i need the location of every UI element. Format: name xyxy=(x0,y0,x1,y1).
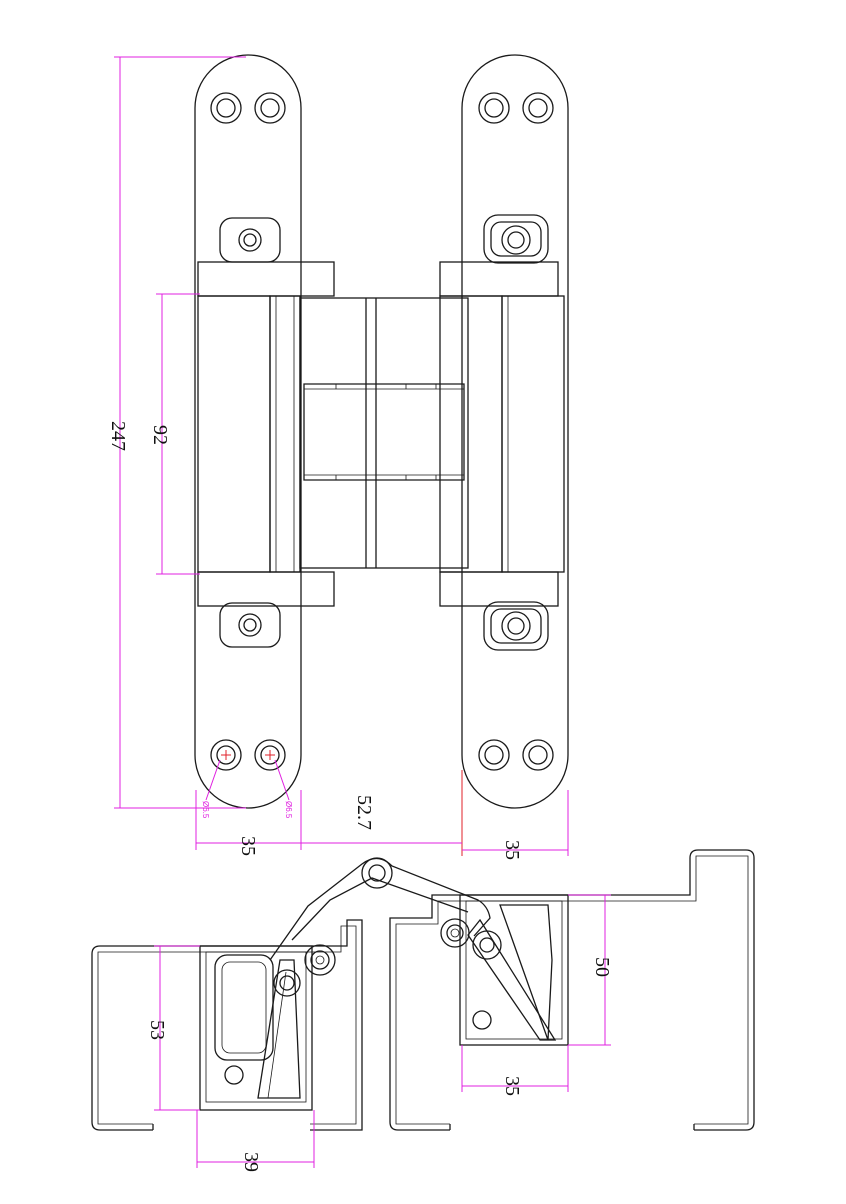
frame-profile xyxy=(389,849,755,1131)
dimension-52-7: 52.7 xyxy=(301,770,463,856)
left-leaf xyxy=(194,54,335,809)
dim-label-35-left: 35 xyxy=(237,836,259,856)
centre-knuckles xyxy=(299,297,469,569)
door-hinge-body xyxy=(199,945,313,1111)
dimension-247: 247 xyxy=(107,56,246,809)
dimension-35-right: 35 xyxy=(462,790,569,860)
hole-dia-left: Ø6.5 xyxy=(201,801,210,819)
dimension-50: 50 xyxy=(568,894,613,1046)
frame-hinge-body xyxy=(440,894,569,1046)
dimension-35-bottom: 35 xyxy=(461,1045,569,1096)
hole-diameter-callouts: Ø6.5 Ø6.5 xyxy=(201,759,293,819)
dim-label-92: 92 xyxy=(149,425,171,445)
dim-label-52-7: 52.7 xyxy=(353,795,375,830)
dim-label-50: 50 xyxy=(591,957,613,977)
dimension-53: 53 xyxy=(146,945,200,1111)
dim-label-35-bottom: 35 xyxy=(501,1076,523,1096)
dim-label-53: 53 xyxy=(146,1020,168,1040)
hinge-linkage-arm xyxy=(269,857,491,976)
dim-label-247: 247 xyxy=(107,421,129,451)
dimension-35-left: 35 xyxy=(195,790,302,856)
hole-dia-right: Ø6.5 xyxy=(284,801,293,819)
dim-label-35-right: 35 xyxy=(501,840,523,860)
dim-label-39: 39 xyxy=(240,1152,262,1172)
right-leaf xyxy=(439,54,569,809)
dimension-39: 39 xyxy=(196,1110,315,1172)
dimension-92: 92 xyxy=(149,293,200,575)
